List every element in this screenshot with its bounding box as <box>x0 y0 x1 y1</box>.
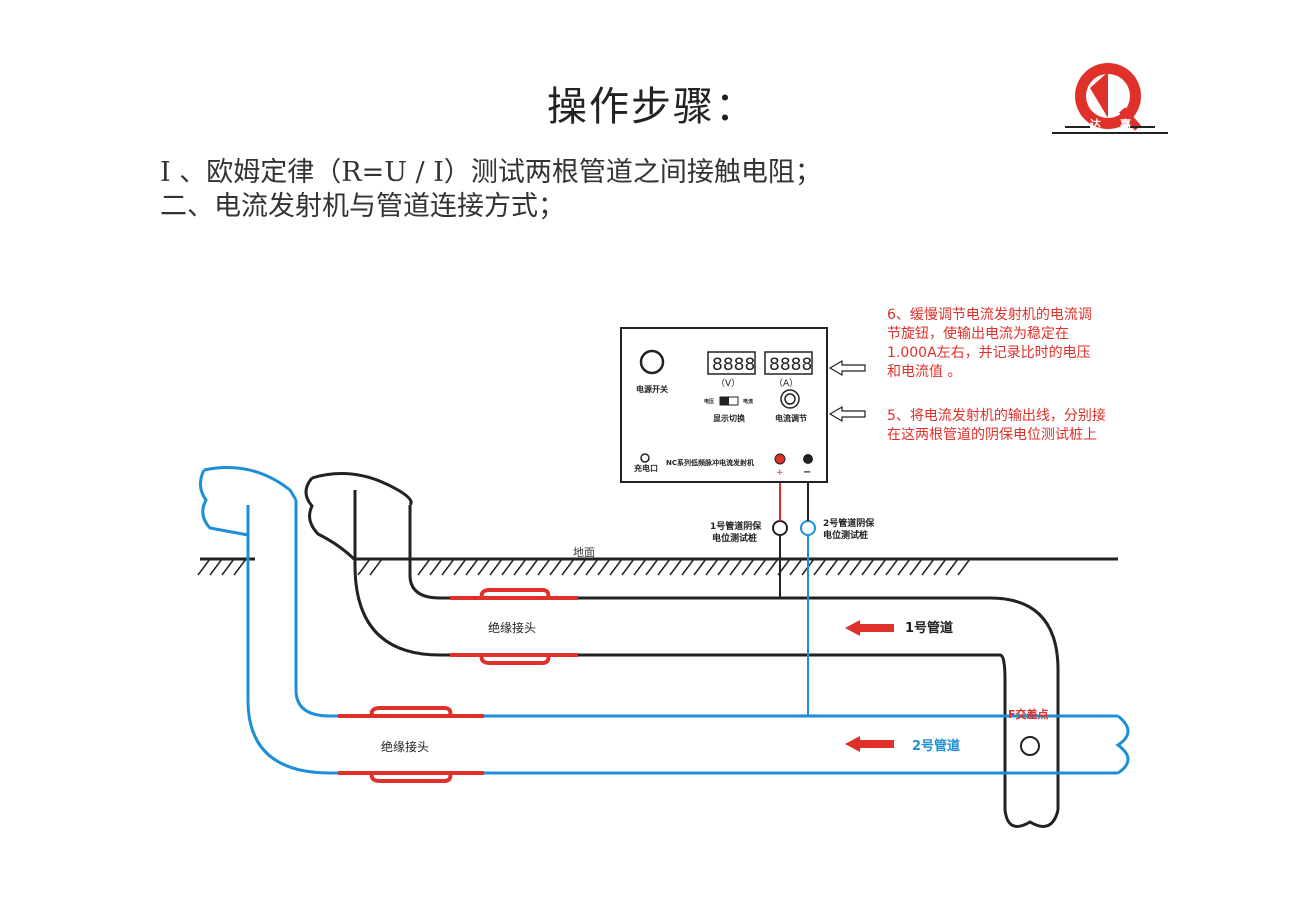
note-5-pointer-arrow <box>828 405 866 423</box>
ground-line <box>197 557 1118 576</box>
step-6-note-line-1: 6、缓慢调节电流发射机的电流调 <box>887 307 1092 323</box>
power-switch-label: 电源开关 <box>636 384 668 394</box>
negative-terminal[interactable] <box>803 454 813 464</box>
insulating-joint-label-1: 绝缘接头 <box>488 620 536 635</box>
current-display-digits: 8888 <box>769 355 812 375</box>
charge-port[interactable] <box>640 453 650 463</box>
step-1-text: Ⅰ 、欧姆定律（R=U / I）测试两根管道之间接触电阻； <box>160 157 822 188</box>
step-5-note-line-2: 在这两根管道的阴保电位测试桩上 <box>887 427 1097 443</box>
current-adjust-label: 电流调节 <box>775 413 807 423</box>
current-unit-label: （A） <box>774 378 798 389</box>
pipe-2-label: 2号管道 <box>912 738 960 754</box>
post-1-label-line-2: 电位测试桩 <box>712 532 757 544</box>
post-2-label-line-2: 电位测试桩 <box>823 529 868 541</box>
pipe-2-flow-arrow <box>845 736 894 752</box>
power-switch-knob[interactable] <box>639 349 665 375</box>
logo-char-2: 嘉 <box>1119 117 1131 131</box>
current-transmitter: 电源开关 8888 8888 （V） （A） 电压 电流 显示切换 电流调节 充… <box>620 327 828 483</box>
step-5-note: 5、将电流发射机的输出线，分别接 在这两根管道的阴保电位测试桩上 <box>887 407 1106 445</box>
voltage-display <box>707 351 756 375</box>
switch-left-label: 电压 <box>704 398 714 405</box>
transmitter-model-label: NC系列低频脉冲电流发射机 <box>666 458 754 467</box>
negative-terminal-label: − <box>803 467 811 478</box>
ground-label: 地面 <box>573 546 595 559</box>
insulating-joint-pipe-1 <box>450 588 578 665</box>
step-2-text: 二、电流发射机与管道连接方式； <box>160 191 565 222</box>
post-2-label-line-1: 2号管道阴保 <box>823 517 875 529</box>
insulating-joint-label-2: 绝缘接头 <box>381 739 429 754</box>
svg-text:2号管道阴保 电位测试桩: 2号管道阴保 电位测试桩 <box>823 517 877 541</box>
post-1-label-line-1: 1号管道阴保 <box>710 520 762 532</box>
display-switch-label: 显示切换 <box>713 413 746 423</box>
step-6-note-line-3: 1.000A左右，并记录比时的电压 <box>887 345 1091 361</box>
logo-char-1: 达 <box>1090 117 1101 131</box>
page-title: 操作步骤： <box>547 84 757 130</box>
step-6-note-line-4: 和电流值 。 <box>887 364 962 380</box>
note-6-pointer-arrow <box>828 359 866 377</box>
cross-point-label: F交差点 <box>1008 707 1049 721</box>
insulating-joint-pipe-2 <box>338 706 484 783</box>
test-post-1 <box>772 520 788 598</box>
company-logo: 达 嘉 <box>1052 63 1168 134</box>
pipe-1 <box>304 472 1060 828</box>
test-post-2 <box>800 520 816 716</box>
step-6-note-line-2: 节旋钮，使输出电流为稳定在 <box>887 326 1069 342</box>
pipe-1-flow-arrow <box>845 620 894 636</box>
current-display <box>764 351 813 375</box>
cross-point-marker <box>1020 736 1040 756</box>
voltage-display-digits: 8888 <box>712 355 755 375</box>
positive-terminal[interactable] <box>774 453 786 465</box>
positive-terminal-label: + <box>776 468 784 478</box>
voltage-unit-label: （V） <box>716 378 740 389</box>
svg-text:1号管道阴保 电位测试桩: 1号管道阴保 电位测试桩 <box>710 520 764 544</box>
step-5-note-line-1: 5、将电流发射机的输出线，分别接 <box>887 408 1106 424</box>
charge-port-label: 充电口 <box>634 463 658 473</box>
pipe-1-label: 1号管道 <box>905 620 953 636</box>
pipe-2 <box>199 466 1130 775</box>
step-6-note: 6、缓慢调节电流发射机的电流调 节旋钮，使输出电流为稳定在 1.000A左右，并… <box>887 306 1092 382</box>
switch-right-label: 电流 <box>743 398 753 405</box>
